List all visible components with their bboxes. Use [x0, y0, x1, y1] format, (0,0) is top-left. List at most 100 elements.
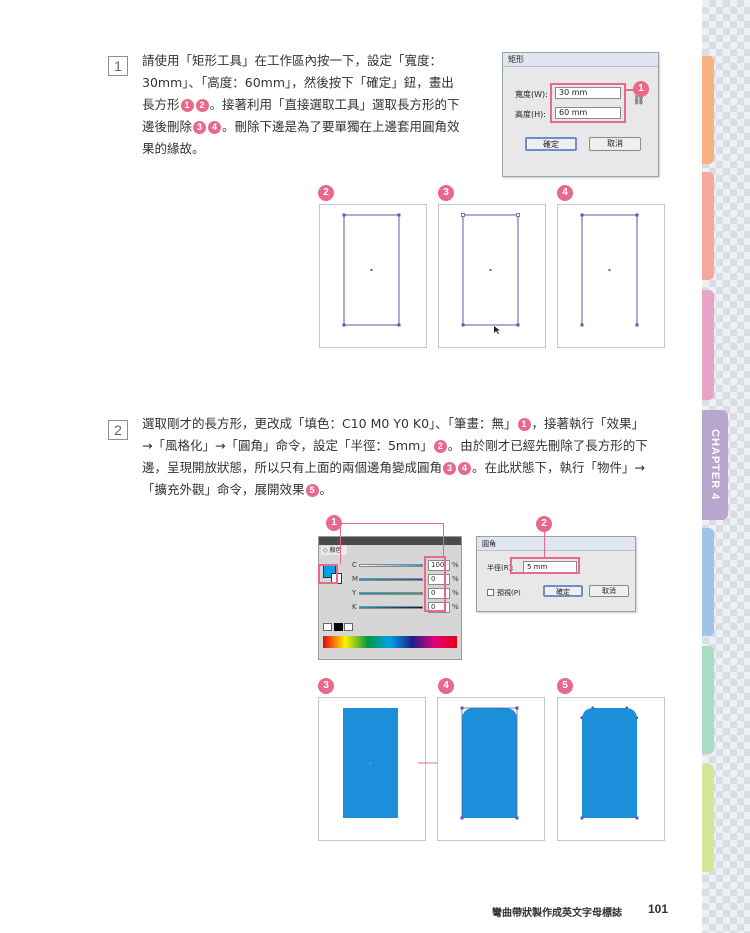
- color-callout-line-v1: [340, 523, 341, 564]
- step-1-line-3a: 長方形: [142, 97, 180, 112]
- callout-inline-3: 3: [193, 121, 207, 134]
- rect-ok-button[interactable]: 確定: [525, 137, 577, 151]
- canvas-panel-4: [557, 204, 665, 348]
- chapter-tab: CHAPTER 4: [702, 410, 728, 520]
- fill-highlight: [318, 564, 338, 584]
- step-2-number-text: 2: [114, 422, 122, 438]
- step-2-line-2: →「風格化」→「圓角」命令，設定「半徑：5mm」2。由於剛才已經先刪除了長方形的…: [142, 435, 682, 457]
- preview-checkbox[interactable]: [487, 589, 494, 596]
- step-2-line-4a: 「擴充外觀」命令，展開效果: [142, 482, 305, 497]
- radius-highlight: [510, 557, 580, 574]
- step-1-number-text: 1: [114, 58, 122, 74]
- step-1-line-2: 30mm」、「高度：60mm」，然後按下「確定」鈕，畫出: [142, 75, 454, 90]
- step-2-line-3a: 邊，呈現開放狀態，所以只有上面的兩個邊角變成圓角: [142, 460, 443, 475]
- chapter-label: CHAPTER 4: [709, 429, 721, 501]
- step-2-line-1: 選取剛才的長方形，更改成「填色：C10 M0 Y0 K0」、「筆畫：無」1，接著…: [142, 413, 682, 435]
- none-swatch[interactable]: [323, 623, 332, 631]
- black-swatch[interactable]: [334, 623, 343, 631]
- rect-dialog-callout: 1: [633, 81, 649, 97]
- step-2-line-2b: 。由於剛才已經先刪除了長方形的下: [447, 438, 648, 453]
- expanded-shape-drawing: [580, 706, 639, 820]
- channel-k-value[interactable]: 0: [428, 602, 450, 613]
- side-tab-1: [702, 56, 714, 164]
- width-label: 寬度(W):: [515, 90, 548, 99]
- unit-k: %: [452, 603, 459, 611]
- callout-inline-2: 2: [195, 99, 209, 112]
- values-highlight: [424, 556, 446, 612]
- rectangle-bottom-selected-drawing: [461, 213, 520, 334]
- open-path-drawing: [580, 213, 639, 327]
- color-panel-callout: 1: [326, 515, 342, 531]
- color-callout-line-v2: [443, 523, 444, 556]
- canvas-panel-s2-4: [437, 697, 545, 841]
- unit-c: %: [452, 561, 459, 569]
- side-tab-7: [702, 764, 714, 872]
- channel-m-slider[interactable]: [359, 578, 423, 581]
- round-callout-line: [544, 530, 545, 557]
- channel-y-value[interactable]: 0: [428, 588, 450, 599]
- channel-m-label: M: [352, 575, 359, 583]
- side-tab-5: [702, 528, 714, 636]
- channel-y-slider[interactable]: [359, 592, 423, 595]
- height-input[interactable]: 60 mm: [555, 107, 621, 119]
- channel-k-label: K: [352, 603, 357, 611]
- side-tab-3: [702, 290, 714, 400]
- rectangle-dialog: 矩形 寬度(W): 30 mm 高度(H): 60 mm ⛓ 確定 取消: [502, 52, 659, 177]
- callout-inline-s2-5: 5: [305, 484, 319, 497]
- blue-rectangle-drawing: [343, 708, 398, 818]
- rounded-top-rectangle-drawing: [460, 706, 519, 820]
- step-1-line-1: 請使用「矩形工具」在工作區內按一下，設定「寬度：: [142, 53, 443, 68]
- color-callout-line-h: [340, 523, 444, 524]
- step-1-line-3b: 。接著利用「直接選取工具」選取長方形的下: [209, 97, 460, 112]
- panel-label-s2-4: 4: [438, 678, 454, 694]
- preview-label: 預視(P): [497, 589, 521, 597]
- rect-callout-line: [626, 89, 634, 91]
- step-2-line-2a: →「風格化」→「圓角」命令，設定「半徑：5mm」: [142, 438, 433, 453]
- step-1-text: 請使用「矩形工具」在工作區內按一下，設定「寬度： 30mm」、「高度：60mm」…: [142, 50, 487, 160]
- channel-m-value[interactable]: 0: [428, 574, 450, 585]
- rect-cancel-button[interactable]: 取消: [589, 137, 641, 151]
- width-input[interactable]: 30 mm: [555, 87, 621, 99]
- rectangle-dialog-title: 矩形: [503, 53, 658, 67]
- callout-inline-s2-1: 1: [517, 418, 531, 431]
- canvas-panel-s2-3: [318, 697, 426, 841]
- step-2-line-4-period: 。: [319, 482, 333, 497]
- rect-dialog-highlight: [550, 83, 626, 123]
- step-1-number: 1: [108, 56, 128, 76]
- unit-m: %: [452, 575, 459, 583]
- round-corners-dialog: 圓角 半徑(R): 5 mm 預視(P) 確定 取消: [476, 536, 636, 612]
- callout-inline-s2-4: 4: [458, 462, 472, 475]
- callout-inline-1: 1: [180, 99, 194, 112]
- white-swatch[interactable]: [344, 623, 353, 631]
- side-tab-2: [702, 172, 714, 280]
- canvas-panel-s2-5: [557, 697, 665, 841]
- round-dialog-title: 圓角: [477, 537, 635, 551]
- step-1-line-4b: 。刪除下邊是為了要單獨在上邊套用圓角效: [222, 119, 460, 134]
- color-panel-tab[interactable]: ◇ 顏色: [321, 546, 347, 555]
- rectangle-outline-drawing: [342, 213, 401, 327]
- channel-c-value[interactable]: 100: [428, 560, 450, 571]
- channel-c-slider[interactable]: [359, 564, 423, 567]
- channel-k-slider[interactable]: [359, 606, 423, 609]
- step-2-number: 2: [108, 420, 128, 440]
- step-1-line-4a: 邊後刪除: [142, 119, 193, 134]
- round-ok-button[interactable]: 確定: [543, 585, 583, 597]
- footer-title: 彎曲帶狀製作成英文字母標誌: [492, 908, 622, 919]
- channel-y-label: Y: [352, 589, 357, 597]
- side-tab-6: [702, 646, 714, 754]
- step-2-line-1a: 選取剛才的長方形，更改成「填色：C10 M0 Y0 K0」、「筆畫：無」: [142, 416, 517, 431]
- panel-label-3: 3: [438, 185, 454, 201]
- step-1-line-5: 果的緣故。: [142, 141, 205, 156]
- panel-label-s2-5: 5: [557, 678, 573, 694]
- step-2-line-1b: ，接著執行「效果」: [531, 416, 645, 431]
- round-dialog-callout: 2: [536, 516, 552, 532]
- round-cancel-button[interactable]: 取消: [589, 585, 629, 597]
- color-spectrum[interactable]: [323, 636, 457, 648]
- panel-label-4: 4: [557, 185, 573, 201]
- callout-inline-4: 4: [208, 121, 222, 134]
- radius-label: 半徑(R):: [487, 564, 514, 572]
- unit-y: %: [452, 589, 459, 597]
